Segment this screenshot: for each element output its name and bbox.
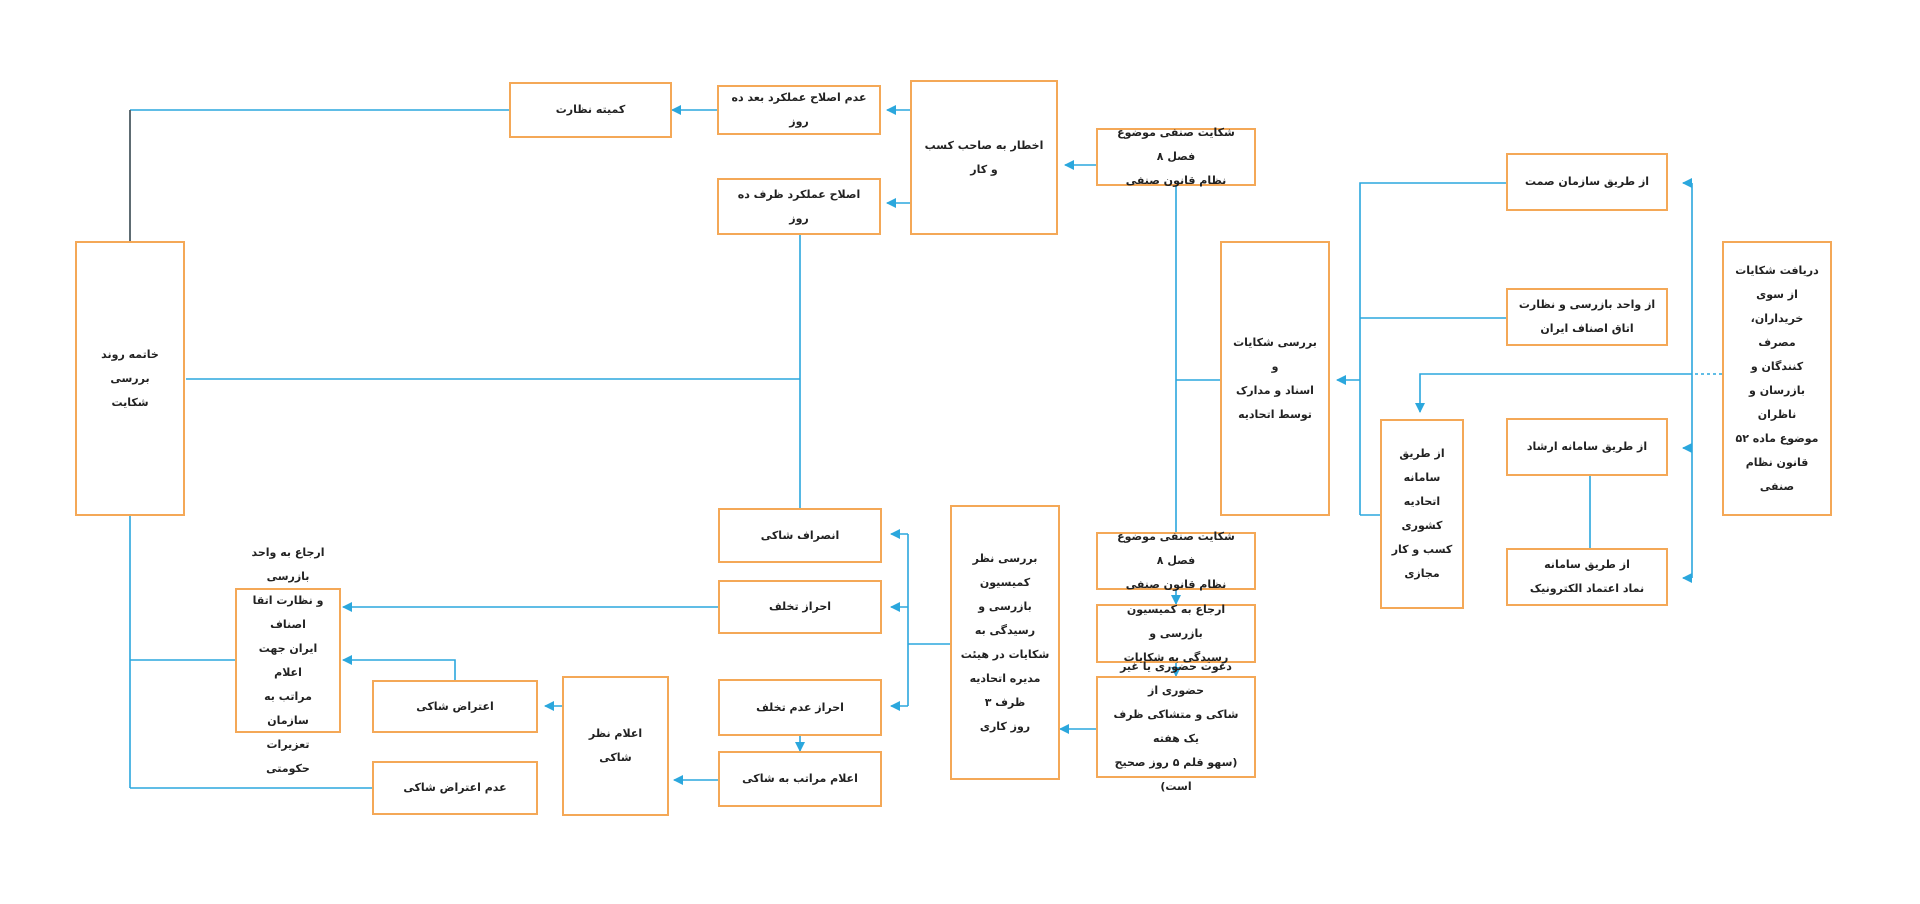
- refer-commission-box: ارجاع به کمیسیون بازرسی و رسیدگی به شکای…: [1096, 603, 1256, 664]
- commission-review-box: بررسی نظر کمیسیون بازرسی و رسیدگی به شکا…: [950, 505, 1060, 780]
- withdrawal-box: انصراف شاکی: [718, 508, 882, 563]
- no-violation-box: احراز عدم تخلف: [718, 679, 882, 736]
- receive-complaints-box: دریافت شکایات از سوی خریداران، مصرف کنند…: [1722, 241, 1832, 516]
- violation-proven-box: احراز تخلف: [718, 580, 882, 634]
- objection-box: اعتراض شاکی: [372, 680, 538, 733]
- inspection-unit-box: از واحد بازرسی و نظارت اتاق اصناف ایران: [1506, 288, 1668, 346]
- ershad-channel-box: از طریق سامانه ارشاد: [1506, 418, 1668, 476]
- refer-government-box: ارجاع به واحد بازرسی و نظارت اتقا اصناف …: [235, 546, 341, 775]
- enamad-channel-box: از طریق سامانه نماد اعتماد الکترونیک: [1506, 548, 1668, 606]
- supervision-committee-box: کمیته نظارت: [509, 82, 672, 138]
- samt-channel-box: از طریق سازمان صمت: [1506, 153, 1668, 211]
- announce-complainant-box: اعلام مراتب به شاکی: [718, 751, 882, 807]
- connector-to-virtual-union: [1415, 373, 1692, 413]
- no-objection-box: عدم اعتراض شاکی: [372, 761, 538, 815]
- no-fix-ten-days-box: عدم اصلاح عملکرد بعد ده روز: [717, 85, 881, 135]
- chapter8-top-box: شکایت صنفی موضوع فصل ۸ نظام قانون صنفی: [1096, 126, 1256, 187]
- closing-box: خاتمه روند بررسی شکایت: [75, 241, 185, 516]
- complainant-view-box: اعلام نظر شاکی: [562, 676, 669, 816]
- fix-ten-days-box: اصلاح عملکرد ظرف ده روز: [717, 178, 881, 235]
- arrow-from-objection-to-government: [342, 655, 456, 680]
- virtual-union-channel-box: از طریق سامانه اتحادیه کشوری کسب و کار م…: [1380, 419, 1464, 609]
- union-review-box: بررسی شکایات و اسناد و مدارک توسط اتحادی…: [1220, 241, 1330, 516]
- invite-parties-box: دعوت حضوری یا غیر حضوری از شاکی و متشاکی…: [1096, 660, 1256, 793]
- chapter8-bottom-box: شکایت صنفی موضوع فصل ۸ نظام قانون صنفی: [1096, 530, 1256, 591]
- notice-owner-box: اخطار به صاحب کسب و کار: [910, 80, 1058, 235]
